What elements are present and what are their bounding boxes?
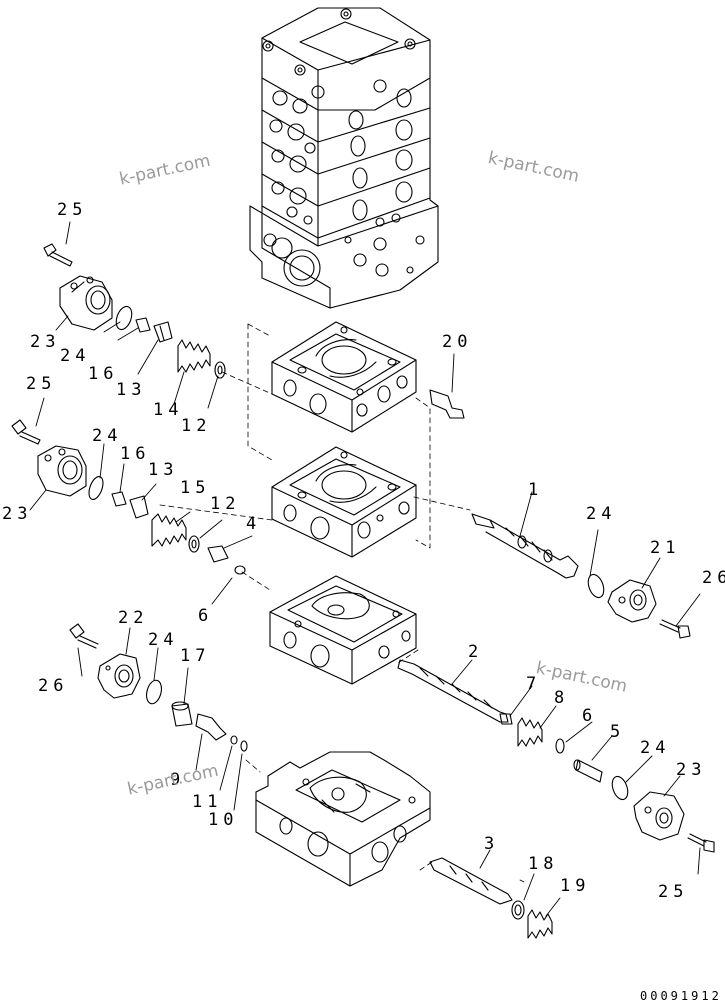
- callout-24: 24: [60, 346, 91, 366]
- callout-17: 17: [180, 646, 211, 666]
- alignment-lines: [160, 324, 524, 882]
- valve-section-2: [272, 447, 416, 557]
- parts-right-middle: [472, 514, 690, 638]
- parts-left-lower: [70, 624, 247, 751]
- callout-9: 9: [170, 770, 186, 790]
- callout-24: 24: [640, 738, 671, 758]
- callout-14: 14: [153, 400, 184, 420]
- callout-25: 25: [26, 374, 57, 394]
- main-valve-stack: [250, 8, 438, 308]
- callout-15: 15: [180, 478, 211, 498]
- callout-22: 22: [118, 608, 149, 628]
- callout-5: 5: [610, 722, 626, 742]
- callout-6: 6: [582, 706, 598, 726]
- callout-26: 26: [702, 568, 725, 588]
- callout-24: 24: [586, 504, 617, 524]
- callout-16: 16: [88, 364, 119, 384]
- callout-20: 20: [442, 332, 473, 352]
- parts-left-middle: [12, 420, 245, 574]
- callout-11: 11: [192, 792, 223, 812]
- callout-6: 6: [198, 606, 214, 626]
- callout-13: 13: [148, 460, 179, 480]
- callout-10: 10: [208, 810, 239, 830]
- callout-8: 8: [554, 688, 570, 708]
- callout-18: 18: [528, 854, 559, 874]
- callout-3: 3: [484, 834, 500, 854]
- callout-23: 23: [2, 504, 33, 524]
- callout-4: 4: [246, 514, 262, 534]
- callout-12: 12: [181, 416, 212, 436]
- callout-23: 23: [30, 332, 61, 352]
- callout-24: 24: [92, 426, 123, 446]
- callout-7: 7: [526, 674, 542, 694]
- callout-23: 23: [676, 760, 707, 780]
- parts-left-upper: [44, 244, 464, 418]
- callout-21: 21: [650, 538, 681, 558]
- drawing-code: 00091912: [640, 989, 722, 1003]
- end-section: [256, 752, 430, 886]
- parts-bottom: [430, 858, 552, 938]
- callout-24: 24: [148, 630, 179, 650]
- callout-2: 2: [468, 642, 484, 662]
- valve-section-1: [272, 322, 416, 432]
- parts-right-lower: [398, 660, 714, 852]
- callout-13: 13: [116, 380, 147, 400]
- callout-25: 25: [658, 882, 689, 902]
- leader-lines: [30, 222, 700, 916]
- callout-19: 19: [560, 876, 591, 896]
- callout-25: 25: [57, 200, 88, 220]
- callout-12: 12: [210, 494, 241, 514]
- callout-1: 1: [528, 480, 544, 500]
- callout-16: 16: [120, 444, 151, 464]
- valve-section-3: [270, 576, 416, 684]
- callout-26: 26: [38, 676, 69, 696]
